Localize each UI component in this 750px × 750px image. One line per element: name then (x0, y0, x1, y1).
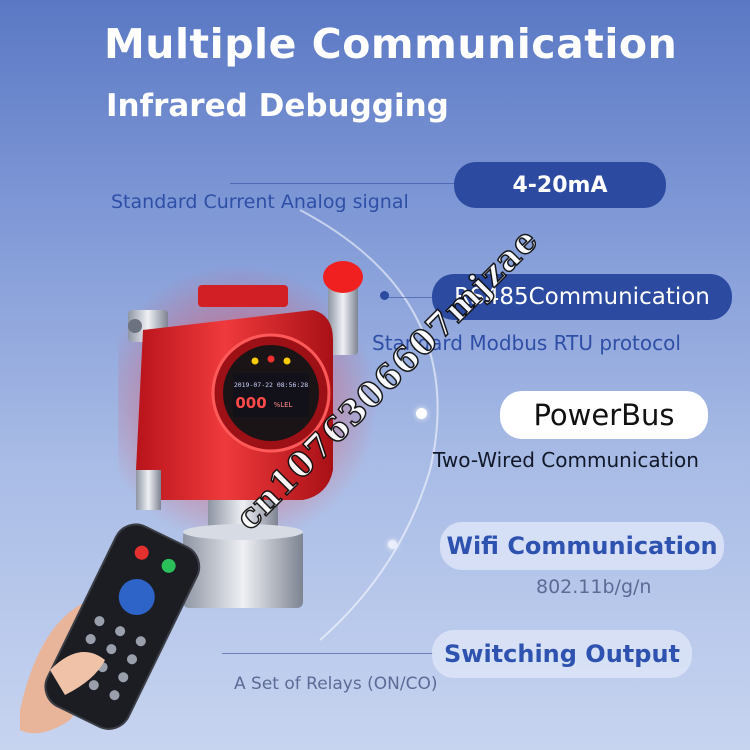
feature-desc-powerbus: Two-Wired Communication (433, 448, 699, 472)
leader-line-rs485 (385, 297, 435, 298)
remote-control-hand (20, 523, 201, 734)
feature-pill-analog: 4-20mA (454, 162, 666, 208)
connector-dot-powerbus (416, 408, 427, 419)
feature-desc-rs485: Standard Modbus RTU protocol (372, 331, 681, 355)
feature-pill-wifi: Wifi Communication (440, 522, 724, 570)
leader-line-relays (222, 653, 434, 654)
feature-desc-relays: A Set of Relays (ON/CO) (234, 674, 438, 694)
screen-unit: %LEL (274, 401, 293, 409)
feature-pill-relays: Switching Output (432, 630, 692, 678)
screen-time: 2019-07-22 08:56:28 (234, 381, 308, 389)
feature-pill-rs485: RS485Communication (432, 274, 732, 320)
feature-desc-wifi: 802.11b/g/n (536, 576, 652, 598)
connector-dot-wifi (388, 540, 397, 549)
feature-desc-analog: Standard Current Analog signal (111, 191, 409, 213)
screen-reading: 000 (235, 394, 266, 412)
page-title: Multiple Communication (104, 20, 678, 68)
feature-pill-powerbus: PowerBus (500, 391, 708, 439)
connector-dot-rs485 (380, 291, 389, 300)
leader-line-analog (230, 183, 456, 184)
page-subtitle: Infrared Debugging (106, 88, 449, 124)
gas-detector-device: 2019-07-22 08:56:28 000 %LEL (118, 261, 378, 608)
